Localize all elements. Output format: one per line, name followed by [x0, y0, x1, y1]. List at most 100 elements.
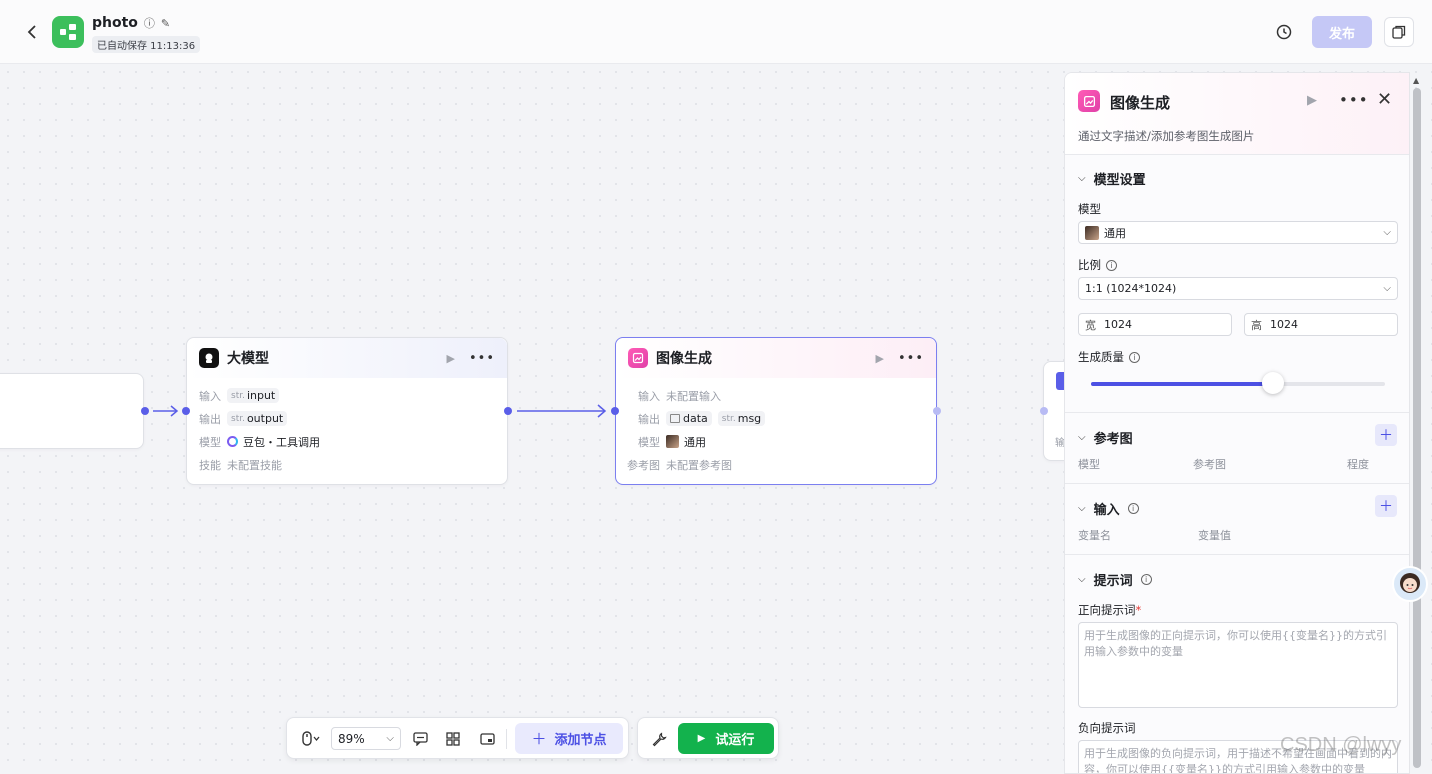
add-node-button[interactable]: ＋ 添加节点	[515, 723, 623, 754]
llm-node-header: 大模型 ▶ •••	[187, 338, 507, 378]
param-chip: str.input	[227, 388, 280, 403]
test-run-button[interactable]: ▶ 试运行	[678, 723, 774, 754]
edit-icon[interactable]: ✎	[160, 16, 171, 30]
param-chip: data	[666, 411, 712, 426]
model-thumb-icon	[1085, 225, 1099, 240]
info-icon[interactable]: i	[1106, 259, 1117, 271]
llm-node[interactable]: 大模型 ▶ ••• 输入 str.input 输出 str.output 模型 …	[186, 337, 508, 485]
ratio-value: 1:1 (1024*1024)	[1085, 282, 1177, 295]
start-node-partial[interactable]	[0, 373, 144, 449]
chevron-down-icon: ⌵	[1078, 574, 1086, 585]
panel-header: 图像生成 ▶ ••• ✕ 通过文字描述/添加参考图生成图片	[1065, 73, 1409, 155]
positive-prompt-label-text: 正向提示词	[1078, 603, 1136, 617]
required-mark: *	[1135, 603, 1142, 617]
image-gen-input-handle[interactable]	[611, 407, 619, 415]
scroll-up-arrow-icon[interactable]: ▲	[1413, 76, 1420, 85]
positive-prompt-label: 正向提示词 *	[1078, 602, 1141, 618]
row-value: 未配置参考图	[666, 458, 732, 472]
llm-node-icon	[199, 348, 219, 368]
quality-slider-fill	[1091, 382, 1274, 386]
quality-slider-thumb[interactable]	[1262, 372, 1285, 394]
image-gen-node[interactable]: 图像生成 ▶ ••• 输入 未配置输入 输出 data str.msg 模型 通…	[615, 337, 937, 485]
info-icon[interactable]: i	[1129, 351, 1140, 363]
add-reference-button[interactable]: ＋	[1375, 424, 1397, 446]
play-icon[interactable]: ▶	[446, 351, 455, 365]
llm-output-handle[interactable]	[504, 407, 512, 415]
history-icon[interactable]	[1274, 22, 1294, 42]
play-icon[interactable]: ▶	[1307, 93, 1317, 108]
param-name: data	[683, 412, 708, 425]
model-thumb-icon	[666, 435, 679, 448]
run-toolbar: ▶ 试运行	[637, 717, 779, 759]
copy-icon[interactable]	[1384, 17, 1414, 47]
chevron-down-icon: ⌵	[1383, 283, 1391, 294]
param-chip: str.output	[227, 411, 288, 426]
comment-icon[interactable]	[409, 727, 431, 751]
param-name: output	[246, 412, 284, 425]
autosave-status: 已自动保存 11:13:36	[92, 36, 201, 53]
end-node-input-handle[interactable]	[1040, 407, 1048, 415]
section-title: 参考图	[1093, 432, 1133, 447]
llm-skill-row: 技能 未配置技能	[187, 453, 507, 476]
section-header[interactable]: ⌵ 参考图	[1078, 428, 1133, 447]
info-icon[interactable]: ⓘ	[143, 17, 155, 30]
start-node-output-handle[interactable]	[141, 407, 149, 415]
more-icon[interactable]: •••	[1339, 91, 1369, 109]
row-label: 模型	[638, 435, 660, 449]
width-input[interactable]: 宽 1024	[1078, 313, 1232, 336]
param-chip: str.msg	[717, 411, 766, 426]
watermark: CSDN @lwyy	[1280, 734, 1402, 756]
more-icon[interactable]: •••	[897, 350, 924, 366]
column-header: 变量值	[1198, 529, 1231, 542]
model-value: 通用	[1104, 226, 1126, 240]
image-ref-row: 参考图 未配置参考图	[616, 453, 936, 476]
negative-prompt-textarea[interactable]: 用于生成图像的负向提示词，用于描述不希望在画面中看到的内容，你可以使用{{变量名…	[1078, 740, 1398, 773]
panel-scrollbar[interactable]	[1413, 88, 1421, 768]
inputs-section: ⌵ 输入 i ＋ 变量名 变量值	[1065, 484, 1409, 555]
image-type-icon	[670, 414, 680, 423]
chevron-down-icon: ⌵	[386, 733, 394, 744]
row-value: 未配置输入	[666, 389, 721, 403]
positive-prompt-textarea[interactable]: 用于生成图像的正向提示词，你可以使用{{变量名}}的方式引用输入参数中的变量	[1078, 622, 1398, 708]
model-select[interactable]: 通用 ⌵	[1078, 221, 1398, 244]
wrench-icon[interactable]	[648, 727, 670, 751]
section-header[interactable]: ⌵ 输入 i	[1078, 499, 1139, 518]
type-tag: str.	[721, 413, 736, 424]
prompt-section: ⌵ 提示词 i 正向提示词 * 用于生成图像的正向提示词，你可以使用{{变量名}…	[1065, 555, 1409, 773]
section-title: 提示词	[1093, 574, 1133, 589]
play-icon[interactable]: ▶	[875, 351, 884, 365]
image-gen-icon	[628, 348, 648, 368]
minimap-icon[interactable]	[476, 727, 498, 751]
layout-icon[interactable]	[442, 727, 464, 751]
zoom-select[interactable]: 89% ⌵	[331, 727, 401, 750]
publish-button[interactable]: 发布	[1312, 16, 1372, 48]
assistant-avatar[interactable]	[1392, 566, 1428, 602]
llm-input-handle[interactable]	[182, 407, 190, 415]
panel-description: 通过文字描述/添加参考图生成图片	[1078, 129, 1255, 143]
section-header[interactable]: ⌵ 提示词 i	[1078, 570, 1152, 589]
test-run-label: 试运行	[715, 733, 755, 748]
mouse-mode-icon[interactable]	[297, 727, 325, 751]
more-icon[interactable]: •••	[468, 350, 495, 366]
image-gen-output-handle[interactable]	[933, 407, 941, 415]
info-icon[interactable]: i	[1140, 574, 1152, 585]
column-header: 模型	[1078, 458, 1100, 471]
height-input[interactable]: 高 1024	[1244, 313, 1398, 336]
info-icon[interactable]: i	[1127, 503, 1139, 514]
add-input-button[interactable]: ＋	[1375, 495, 1397, 517]
add-node-label: 添加节点	[554, 733, 607, 748]
row-label: 输出	[199, 412, 221, 426]
width-value: 1024	[1104, 318, 1132, 331]
row-label: 模型	[199, 435, 221, 449]
ratio-label: 比例 i	[1078, 257, 1117, 273]
play-icon: ▶	[697, 733, 706, 744]
ratio-select[interactable]: 1:1 (1024*1024) ⌵	[1078, 277, 1398, 300]
quality-slider[interactable]	[1091, 372, 1385, 394]
section-header[interactable]: ⌵ 模型设置	[1078, 169, 1146, 188]
back-arrow-icon[interactable]	[22, 22, 42, 42]
model-label: 模型	[1078, 202, 1101, 216]
close-icon[interactable]: ✕	[1377, 89, 1393, 110]
section-title: 输入	[1093, 503, 1120, 518]
quality-label-text: 生成质量	[1078, 350, 1124, 364]
section-title: 模型设置	[1093, 173, 1146, 188]
